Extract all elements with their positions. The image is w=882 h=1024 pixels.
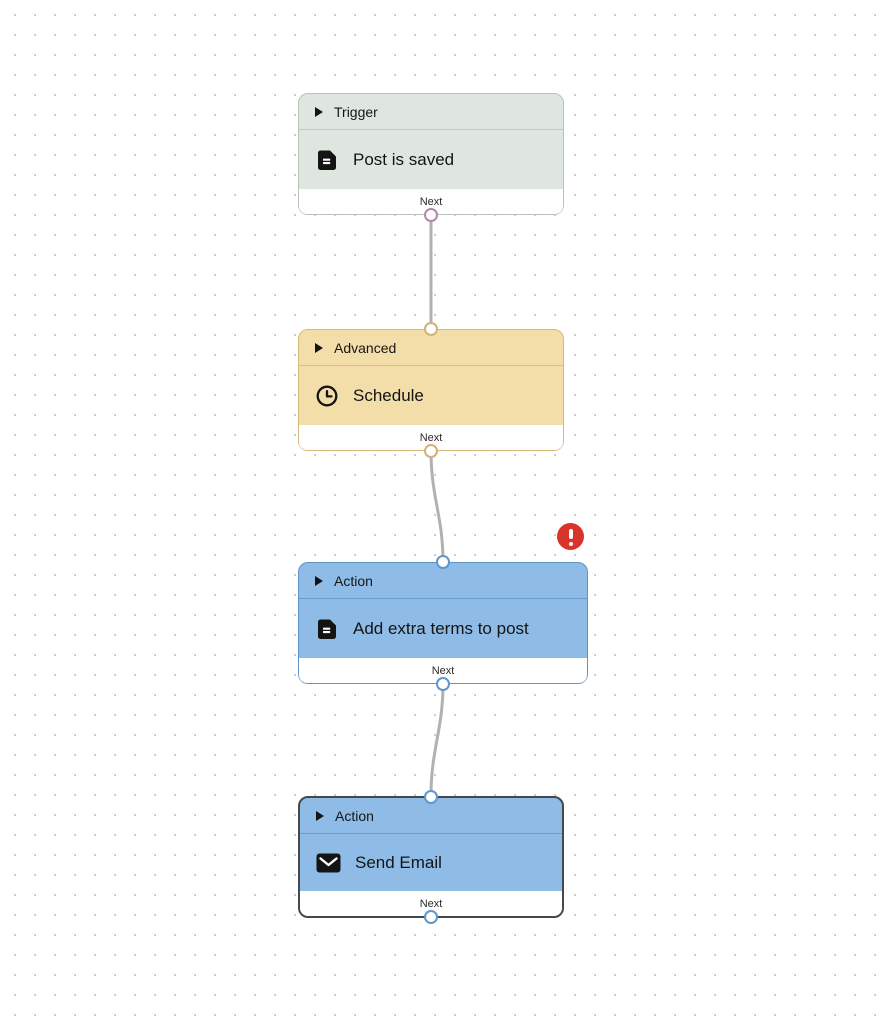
node-title: Add extra terms to post: [353, 618, 529, 638]
output-port[interactable]: [424, 208, 438, 222]
next-port-label: Next: [419, 195, 443, 208]
node-title: Schedule: [353, 385, 424, 405]
node-body: Add extra terms to post: [299, 599, 587, 658]
exclamation-dot: [568, 541, 573, 546]
error-badge-icon[interactable]: [557, 523, 584, 550]
node-header[interactable]: Action: [300, 798, 562, 834]
input-port[interactable]: [424, 322, 438, 336]
next-port-label: Next: [419, 897, 443, 910]
node-category-label: Trigger: [334, 103, 378, 120]
node-category-label: Advanced: [334, 339, 397, 356]
node-category-label: Action: [335, 807, 374, 824]
envelope-icon: [316, 853, 341, 873]
collapse-caret-icon[interactable]: [315, 575, 323, 586]
node-category-label: Action: [334, 572, 373, 589]
node-title: Send Email: [355, 852, 442, 872]
node-body: Schedule: [299, 366, 563, 425]
next-port-label: Next: [419, 431, 443, 444]
output-port[interactable]: [424, 910, 438, 924]
node-body: Send Email: [300, 834, 562, 891]
node-title: Post is saved: [353, 149, 455, 169]
next-port-label: Next: [431, 664, 455, 677]
input-port[interactable]: [424, 790, 438, 804]
collapse-caret-icon[interactable]: [316, 810, 324, 821]
node-trigger-post-is-saved[interactable]: Trigger Post is saved Next: [298, 93, 564, 222]
wire-schedule-to-addterms: [429, 449, 445, 564]
node-header[interactable]: Action: [299, 563, 587, 599]
node-header[interactable]: Advanced: [299, 330, 563, 366]
node-action-send-email[interactable]: Action Send Email Next: [298, 790, 564, 924]
wire-addterms-to-sendemail: [429, 682, 445, 798]
document-icon: [315, 617, 339, 641]
node-action-add-extra-terms[interactable]: Action Add extra terms to post Next: [298, 523, 588, 691]
node-header[interactable]: Trigger: [299, 94, 563, 130]
input-port[interactable]: [436, 555, 450, 569]
output-port[interactable]: [424, 444, 438, 458]
exclamation-bar: [568, 528, 573, 539]
document-icon: [315, 148, 339, 172]
node-advanced-schedule[interactable]: Advanced Schedule Next: [298, 322, 564, 458]
clock-icon: [315, 384, 339, 408]
node-body: Post is saved: [299, 130, 563, 189]
collapse-caret-icon[interactable]: [315, 342, 323, 353]
collapse-caret-icon[interactable]: [315, 106, 323, 117]
output-port[interactable]: [436, 677, 450, 691]
